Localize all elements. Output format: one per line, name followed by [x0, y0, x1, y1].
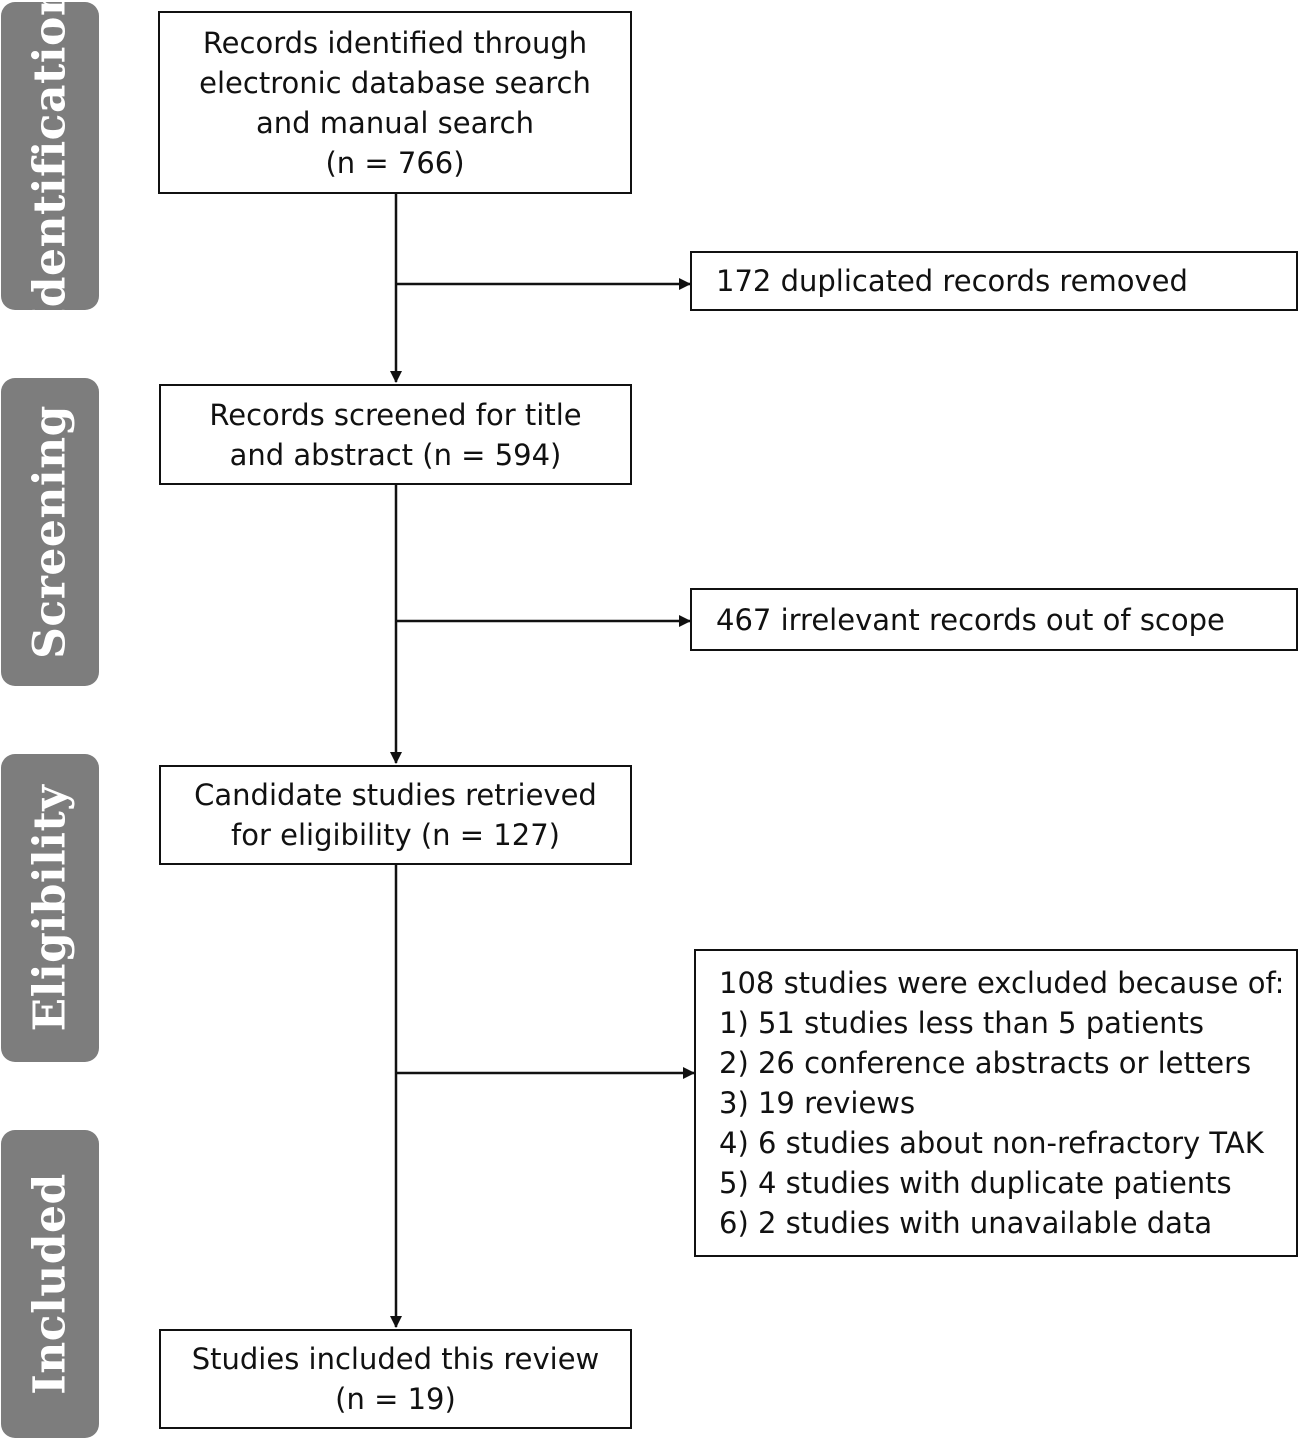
studies-included-line-1: Studies included this review [191, 1342, 600, 1376]
excluded-heading: 108 studies were excluded because of: [719, 966, 1285, 1000]
candidate-studies-box: Candidate studies retrieved for eligibil… [159, 765, 632, 865]
excluded-reason-item: 4) 6 studies about non-refractory TAK [719, 1126, 1264, 1160]
duplicates-removed-box: 172 duplicated records removed [690, 251, 1298, 311]
records-identified-count: (n = 766) [325, 145, 465, 180]
irrelevant-records-box: 467 irrelevant records out of scope [690, 588, 1298, 651]
excluded-reason-item: 1) 51 studies less than 5 patients [719, 1006, 1205, 1040]
stage-eligibility: Eligibility [1, 754, 99, 1062]
records-identified-box: Records identified through electronic da… [158, 11, 632, 194]
candidate-studies-line-2: for eligibility (n = 127) [231, 818, 560, 852]
duplicates-removed-text: 172 duplicated records removed [716, 264, 1188, 298]
records-identified-line-2: electronic database search [199, 65, 591, 100]
excluded-studies-box: 108 studies were excluded because of: 1)… [694, 949, 1298, 1257]
stage-screening: Screening [1, 378, 99, 686]
records-identified-line-1: Records identified through [202, 25, 588, 60]
records-screened-box: Records screened for title and abstract … [159, 384, 632, 485]
studies-included-count: (n = 19) [335, 1382, 456, 1416]
records-screened-line-1: Records screened for title [209, 397, 582, 432]
records-identified-line-3: and manual search [256, 105, 534, 140]
studies-included-box: Studies included this review (n = 19) [159, 1329, 632, 1429]
stage-included: Included [1, 1130, 99, 1438]
excluded-reason-item: 3) 19 reviews [719, 1086, 916, 1120]
stage-identification: Identification [1, 0, 99, 328]
irrelevant-records-text: 467 irrelevant records out of scope [716, 602, 1225, 637]
candidate-studies-line-1: Candidate studies retrieved [194, 778, 597, 812]
excluded-reason-item: 5) 4 studies with duplicate patients [719, 1166, 1232, 1200]
excluded-reason-item: 2) 26 conference abstracts or letters [719, 1046, 1252, 1080]
excluded-reason-item: 6) 2 studies with unavailable data [719, 1206, 1213, 1240]
records-screened-line-2: and abstract (n = 594) [229, 437, 562, 472]
